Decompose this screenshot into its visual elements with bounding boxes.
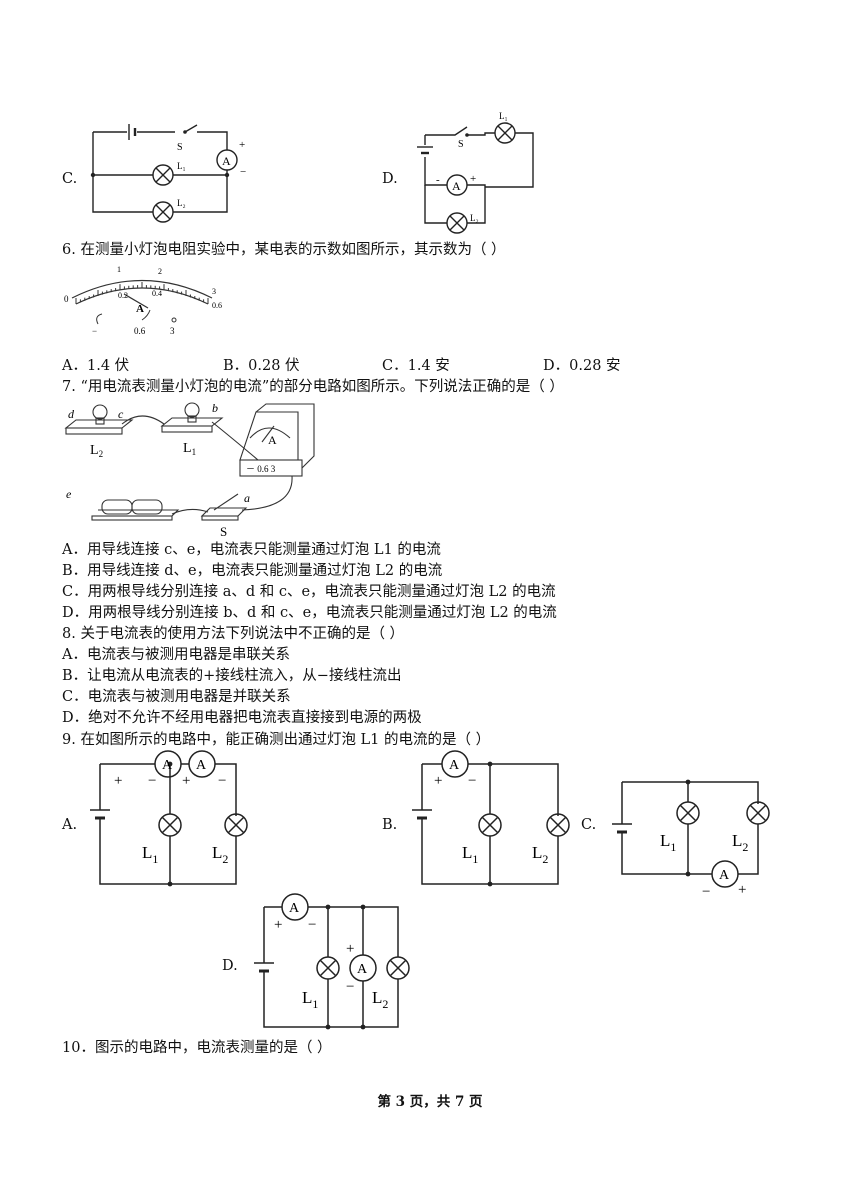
svg-text:L₁: L₁ (499, 111, 508, 121)
page-footer: 第 3 页，共 7 页 (377, 1094, 483, 1110)
svg-text:−: − (346, 979, 354, 995)
svg-text:A: A (162, 758, 173, 773)
svg-text:L2: L2 (212, 843, 228, 866)
svg-text:S: S (177, 142, 183, 153)
svg-text:S: S (220, 524, 227, 539)
svg-text:L1: L1 (660, 831, 676, 854)
q6-stem: 6. 在测量小灯泡电阻实验中，某电表的示数如图所示，其示数为（ ） (62, 242, 506, 258)
svg-text:+: + (239, 139, 245, 151)
svg-text:+: + (346, 941, 354, 957)
dial-tick-3: 3 (212, 287, 216, 296)
q5-circuit-c: A + − S L₁ L₂ (90, 124, 246, 223)
q9-option-c-label: C. (581, 817, 597, 833)
q5-circuit-d: A - + S L₁ L₂ (417, 111, 534, 234)
q5-option-d-label: D. (382, 171, 398, 187)
q8-option-d[interactable]: D．绝对不允许不经用电器把电流表直接接到电源的两极 (62, 710, 422, 726)
svg-text:+: + (274, 917, 282, 933)
svg-text:−: − (240, 166, 246, 178)
q9-circuit-b: A + − L1 L2 (412, 750, 570, 887)
dial-unit: A (136, 303, 144, 315)
svg-text:A: A (196, 758, 207, 773)
svg-text:L1: L1 (462, 843, 478, 866)
svg-text:A: A (222, 154, 231, 168)
svg-text:+: + (738, 882, 746, 898)
svg-text:c: c (118, 407, 124, 421)
q9-circuit-a: A A + − + − L1 L2 (90, 750, 248, 887)
q9-option-a-label: A. (62, 817, 78, 833)
svg-text:−: − (148, 773, 156, 789)
svg-text:−: − (308, 917, 316, 933)
svg-text:+: + (470, 173, 476, 185)
q8-option-c[interactable]: C．电流表与被测用电器是并联关系 (62, 689, 291, 705)
svg-text:A: A (268, 433, 277, 447)
svg-text:L₂: L₂ (177, 198, 186, 208)
q9-option-b-label: B. (382, 817, 398, 833)
svg-text:e: e (66, 487, 72, 501)
dial-tick-0-6: 0.6 (212, 301, 222, 310)
q7-option-c[interactable]: C．用两根导线分别连接 a、d 和 c、e，电流表只能测量通过灯泡 L2 的电流 (62, 584, 556, 600)
svg-text:+: + (114, 773, 122, 789)
q6-option-d[interactable]: D．0.28 安 (543, 358, 621, 374)
svg-text:-: - (436, 174, 440, 186)
q7-option-a[interactable]: A．用导线连接 c、e，电流表只能测量通过灯泡 L1 的电流 (62, 542, 441, 558)
q6-ammeter-dial: 0 0.2 0.4 0.6 1 2 3 A − 0.6 3 (64, 265, 222, 336)
terminal-3: 3 (170, 326, 175, 336)
q6-option-a[interactable]: A．1.4 伏 (62, 358, 130, 374)
dial-tick-0-2: 0.2 (118, 291, 128, 300)
svg-text:L2: L2 (532, 843, 548, 866)
svg-text:L1: L1 (142, 843, 158, 866)
terminal-0-6: 0.6 (134, 326, 146, 336)
svg-text:−: − (468, 773, 476, 789)
svg-text:L2: L2 (372, 988, 388, 1011)
terminal-minus: − (92, 326, 97, 336)
q7-option-b[interactable]: B．用导线连接 d、e，电流表只能测量通过灯泡 L2 的电流 (62, 563, 443, 579)
q8-option-a[interactable]: A．电流表与被测用电器是串联关系 (62, 647, 290, 663)
q7-option-d[interactable]: D．用两根导线分别连接 b、d 和 c、e，电流表只能测量通过灯泡 L2 的电流 (62, 605, 557, 621)
label-L1: L1 (183, 441, 196, 457)
q6-option-c[interactable]: C．1.4 安 (382, 358, 450, 374)
q8-option-b[interactable]: B．让电流从电流表的+接线柱流入，从−接线柱流出 (62, 668, 402, 684)
dial-tick-1: 1 (117, 265, 121, 274)
svg-text:A: A (357, 962, 368, 977)
q9-option-d-label: D. (222, 958, 238, 974)
q9-circuit-c: A − + L1 L2 (612, 779, 770, 900)
svg-text:d: d (68, 407, 75, 421)
dial-tick-2: 2 (158, 267, 162, 276)
dial-tick-0-4: 0.4 (152, 289, 162, 298)
svg-text:a: a (244, 491, 250, 505)
svg-text:L2: L2 (732, 831, 748, 854)
svg-text:L1: L1 (302, 988, 318, 1011)
svg-text:A: A (449, 758, 460, 773)
q9-stem: 9. 在如图所示的电路中，能正确测出通过灯泡 L1 的电流的是（ ） (62, 732, 491, 748)
svg-text:b: b (212, 401, 218, 415)
q5-option-c-label: C. (62, 171, 78, 187)
label-L2: L2 (90, 443, 103, 459)
svg-text:−: − (702, 884, 710, 900)
svg-text:L₂: L₂ (470, 213, 479, 223)
dial-tick-0: 0 (64, 294, 69, 304)
svg-text:S: S (458, 139, 464, 150)
svg-text:−: − (218, 773, 226, 789)
svg-text:A: A (289, 901, 300, 916)
svg-text:－ 0.6 3: － 0.6 3 (246, 464, 276, 474)
q7-stem: 7. “用电流表测量小灯泡的电流”的部分电路如图所示。下列说法正确的是（ ） (62, 379, 564, 395)
q9-circuit-d: A A + − + − L1 L2 (254, 893, 410, 1030)
svg-text:+: + (182, 773, 190, 789)
q8-stem: 8. 关于电流表的使用方法下列说法中不正确的是（ ） (62, 626, 405, 642)
q7-apparatus-figure: d c b L2 L1 A － 0.6 3 e a S (64, 401, 315, 539)
svg-text:+: + (434, 773, 442, 789)
svg-text:L₁: L₁ (177, 161, 186, 171)
svg-text:A: A (719, 868, 730, 883)
q10-stem: 10．图示的电路中，电流表测量的是（ ） (62, 1040, 332, 1056)
svg-text:A: A (452, 179, 461, 193)
q6-option-b[interactable]: B．0.28 伏 (223, 358, 300, 374)
